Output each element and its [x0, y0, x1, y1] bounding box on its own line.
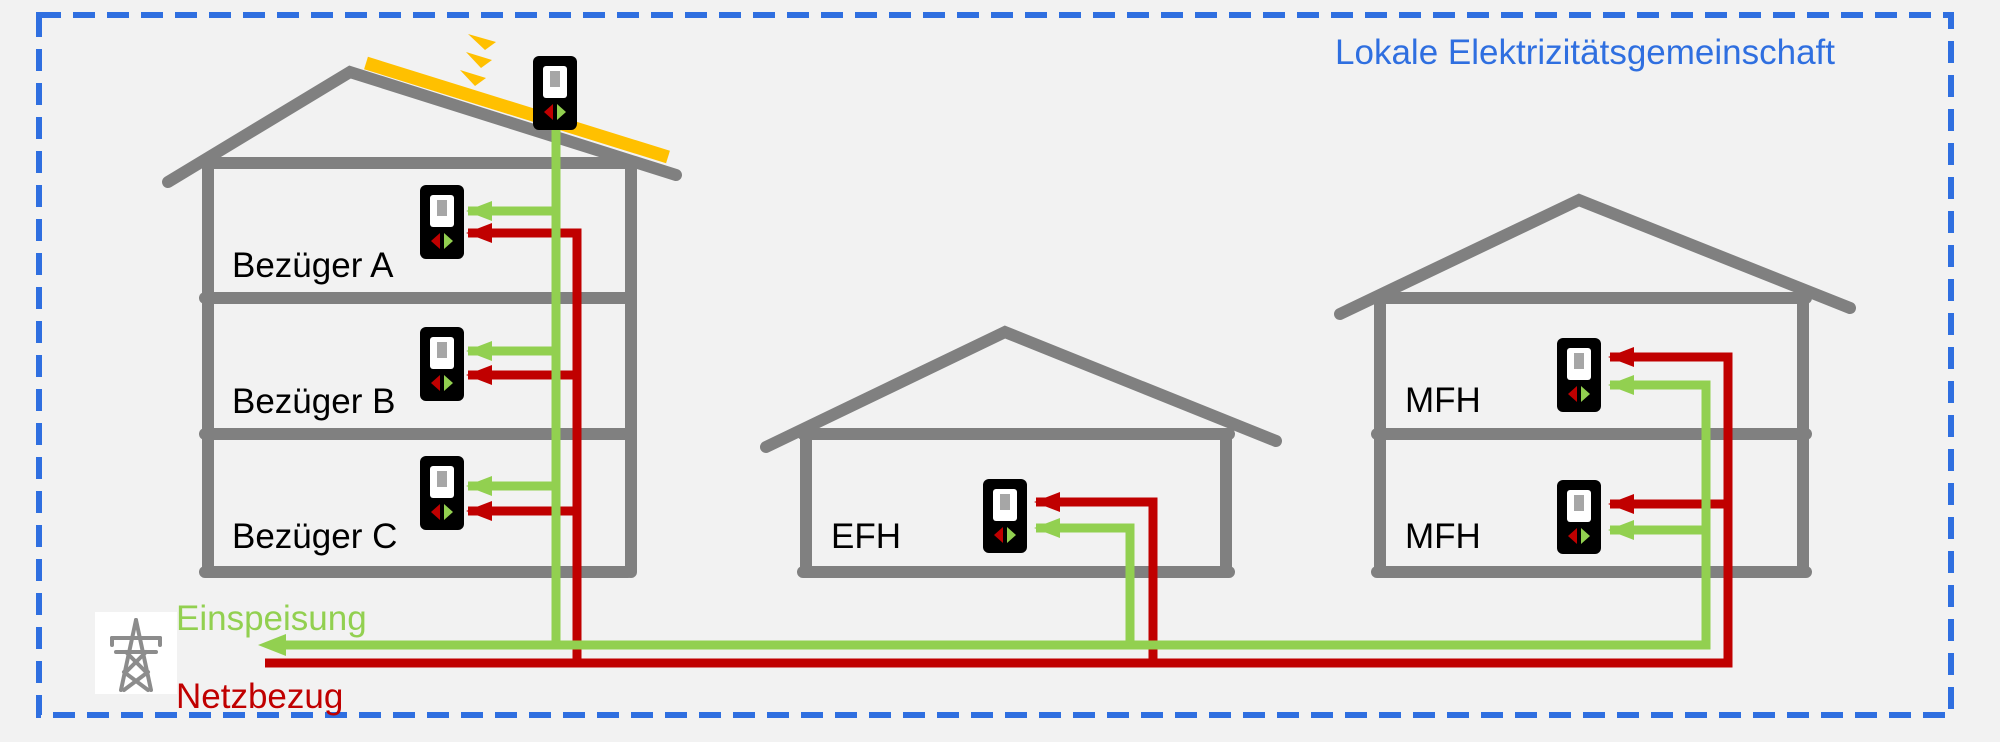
smart-meter-icon: [420, 327, 464, 401]
feed-in-lines: [280, 126, 1711, 650]
smart-meter-icon: [533, 56, 577, 130]
legend-grid: Netzbezug: [176, 677, 343, 716]
unit-label-mfh-lower: MFH: [1405, 517, 1481, 556]
unit-label-efh: EFH: [831, 517, 901, 556]
apartment-building: [162, 65, 682, 578]
sun-rays-icon: [460, 34, 496, 86]
smart-meter-icon: [1557, 480, 1601, 554]
smart-meter-icon: [1557, 338, 1601, 412]
grid-arrowheads: [466, 223, 1634, 521]
unit-label-c: Bezüger C: [232, 517, 397, 556]
solar-panel: [364, 56, 670, 164]
power-pylon-icon: [95, 612, 177, 694]
feed-in-arrowheads: [258, 201, 1634, 656]
unit-label-b: Bezüger B: [232, 382, 395, 421]
smart-meter-icon: [983, 479, 1027, 553]
legend-feed-in: Einspeisung: [176, 599, 367, 638]
smart-meter-icon: [420, 456, 464, 530]
unit-label-mfh-upper: MFH: [1405, 381, 1481, 420]
unit-label-a: Bezüger A: [232, 246, 394, 285]
single-family-house: [760, 325, 1282, 578]
multi-family-house: [1334, 193, 1856, 578]
community-boundary: [36, 12, 1954, 718]
diagram-title: Lokale Elektrizitätsgemeinschaft: [1335, 33, 1835, 72]
smart-meter-icon: [420, 185, 464, 259]
